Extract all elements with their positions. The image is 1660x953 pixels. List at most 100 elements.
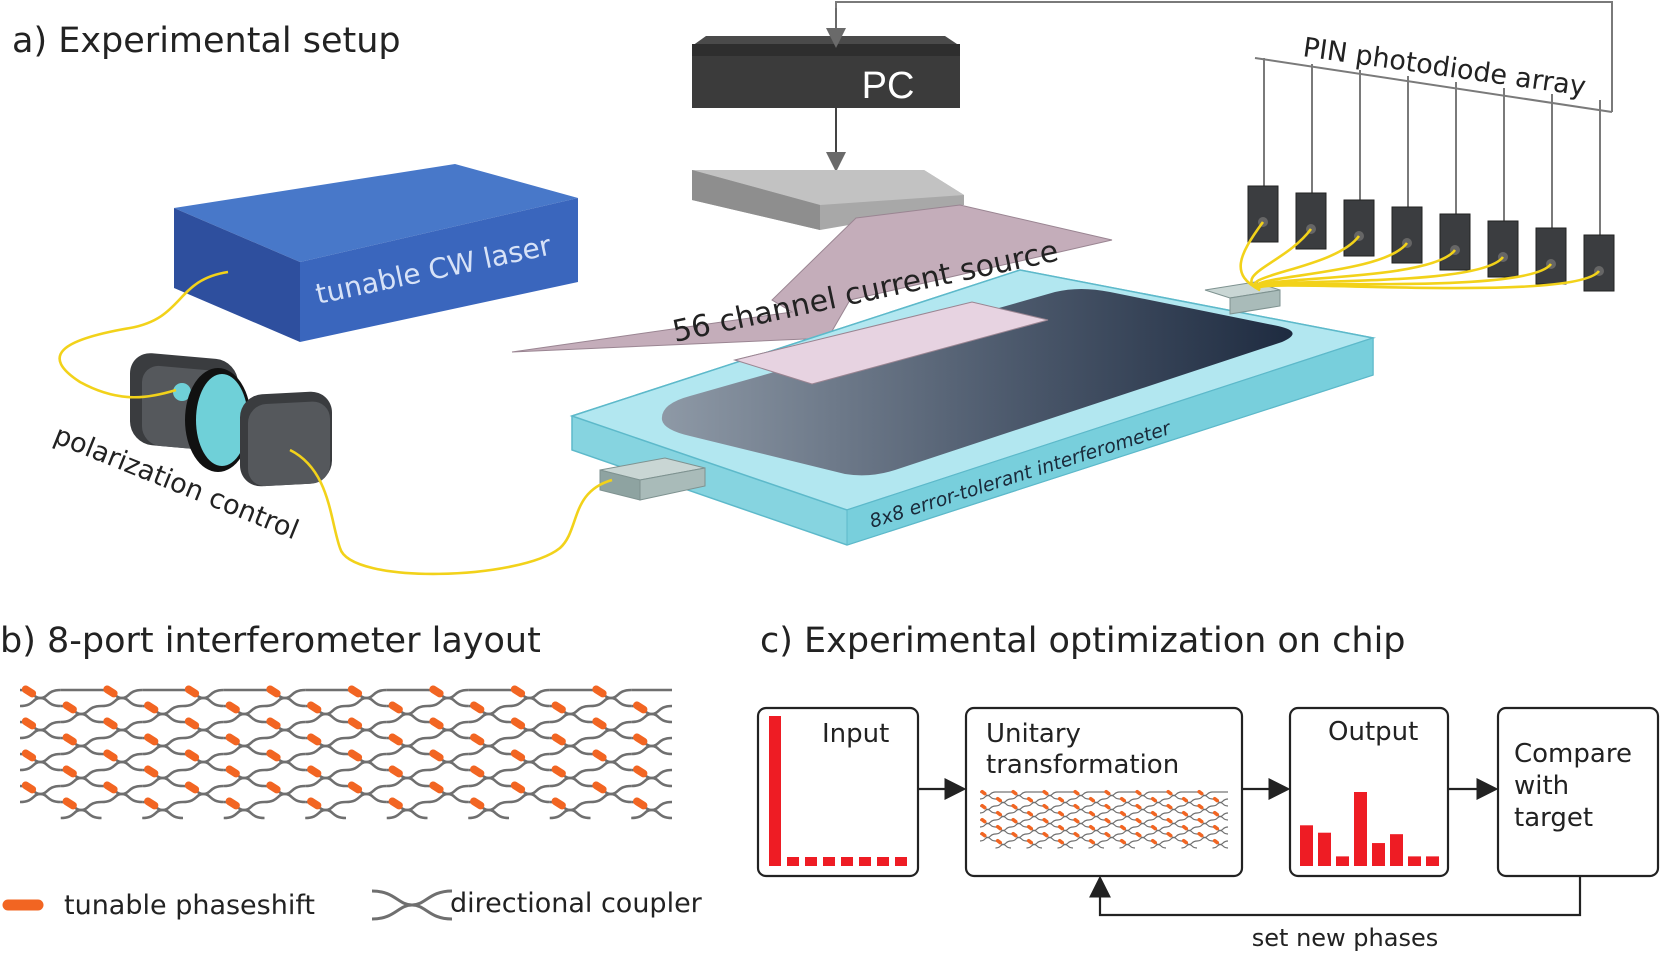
waveguide-segment	[1181, 829, 1198, 835]
phaseshifter	[429, 685, 444, 698]
waveguide-segment	[1150, 843, 1167, 849]
waveguide-segment	[631, 776, 673, 788]
panel-a-title: a) Experimental setup	[12, 21, 401, 61]
waveguide-segment	[1119, 843, 1136, 849]
waveguide-segment	[345, 728, 387, 740]
waveguide-segment	[1088, 843, 1105, 849]
waveguide-segment	[995, 843, 1012, 849]
legend-phaseshift: tunable phaseshift	[2, 890, 315, 921]
waveguide-segment	[549, 776, 591, 788]
compare-label-line3: target	[1514, 803, 1593, 833]
phaseshifter	[307, 797, 322, 810]
phaseshifter	[1166, 817, 1173, 824]
legend-phaseshift-text: tunable phaseshift	[64, 890, 315, 921]
phaseshifter	[1166, 831, 1173, 838]
phaseshifter	[1212, 796, 1219, 803]
waveguide-segment	[1072, 822, 1089, 828]
phaseshifter	[1166, 789, 1173, 796]
phaseshifter	[1057, 838, 1064, 845]
phaseshifter	[1104, 789, 1111, 796]
waveguide-segment	[1196, 822, 1213, 828]
phaseshifter	[1104, 803, 1111, 810]
waveguide-segment	[1165, 822, 1182, 828]
phaseshifter	[995, 810, 1002, 817]
waveguide-segment	[142, 712, 184, 724]
waveguide-segment	[1057, 829, 1074, 835]
photodiode	[1439, 213, 1471, 271]
phaseshifter	[1212, 810, 1219, 817]
phaseshifter	[103, 749, 118, 762]
phaseshifter	[470, 765, 485, 778]
phaseshifter	[184, 717, 200, 730]
photodiode	[1247, 185, 1279, 243]
phaseshifter	[21, 717, 37, 730]
histogram-bar	[1354, 792, 1367, 866]
phaseshifter	[225, 733, 240, 746]
histogram-bar	[1318, 832, 1331, 866]
waveguide-segment	[1072, 808, 1089, 814]
histogram-bar	[769, 716, 781, 866]
phaseshifter	[1088, 810, 1095, 817]
phaseshifter	[1119, 824, 1126, 831]
phaseshifter	[1073, 789, 1080, 796]
waveguide-segment	[264, 696, 306, 708]
phaseshifter	[1088, 796, 1095, 803]
photodiode-bus-wire	[1254, 57, 1613, 113]
phaseshifter	[225, 765, 240, 778]
histogram-bar	[1426, 856, 1439, 866]
waveguide-segment	[1212, 815, 1229, 821]
phaseshifter	[1042, 789, 1049, 796]
phaseshifter	[1212, 824, 1219, 831]
phaseshifter	[62, 701, 77, 714]
waveguide-segment	[142, 744, 184, 756]
phaseshifter	[347, 717, 363, 730]
waveguide-segment	[101, 760, 143, 772]
output-box-label: Output	[1328, 717, 1418, 747]
phaseshifter	[1181, 838, 1188, 845]
waveguide-segment	[264, 760, 306, 772]
phaseshifter	[266, 781, 281, 794]
waveguide-segment	[1119, 829, 1136, 835]
interferometer-chip: 8x8 error-tolerant interferometer	[569, 269, 1376, 546]
waveguide-segment	[1026, 815, 1043, 821]
waveguide-segment	[1041, 808, 1058, 814]
waveguide-segment	[1010, 794, 1027, 800]
waveguide-segment	[19, 792, 61, 804]
waveguide-segment	[264, 728, 306, 740]
phaseshifter	[266, 717, 281, 730]
coupler-legend-icon-bottom	[371, 903, 453, 921]
waveguide-segment	[1165, 836, 1182, 842]
waveguide-segment	[223, 712, 265, 724]
waveguide-segment	[1165, 794, 1182, 800]
input-fiber-array	[599, 457, 706, 501]
photodiode	[1343, 199, 1375, 257]
waveguide-segment	[182, 760, 224, 772]
input-histogram	[769, 716, 907, 866]
waveguide-segment	[995, 815, 1012, 821]
phaseshifter	[1119, 796, 1126, 803]
photodiode	[1487, 220, 1519, 278]
histogram-bar	[841, 857, 853, 866]
phaseshifter	[510, 781, 526, 794]
waveguide-segment	[590, 696, 632, 708]
waveguide-segment	[468, 744, 510, 756]
waveguide-segment	[1181, 801, 1198, 807]
phaseshifter	[980, 817, 987, 824]
histogram-bar	[877, 857, 889, 866]
waveguide-segment	[427, 792, 469, 804]
waveguide-segment	[979, 808, 996, 814]
unitary-label-line1: Unitary	[986, 719, 1081, 749]
phaseshifter	[347, 685, 363, 698]
waveguide-segment	[1196, 794, 1213, 800]
waveguide-segment	[60, 744, 102, 756]
phaseshifter	[1119, 810, 1126, 817]
waveguide-segment	[345, 792, 387, 804]
waveguide-segment	[1103, 794, 1120, 800]
waveguide-segment	[1041, 794, 1058, 800]
waveguide-segment	[1088, 829, 1105, 835]
phaseshifter	[633, 733, 648, 746]
waveguide-segment	[1010, 808, 1027, 814]
compare-label-line1: Compare	[1514, 739, 1632, 769]
phaseshifter	[388, 765, 403, 778]
phaseshifter	[1150, 810, 1157, 817]
